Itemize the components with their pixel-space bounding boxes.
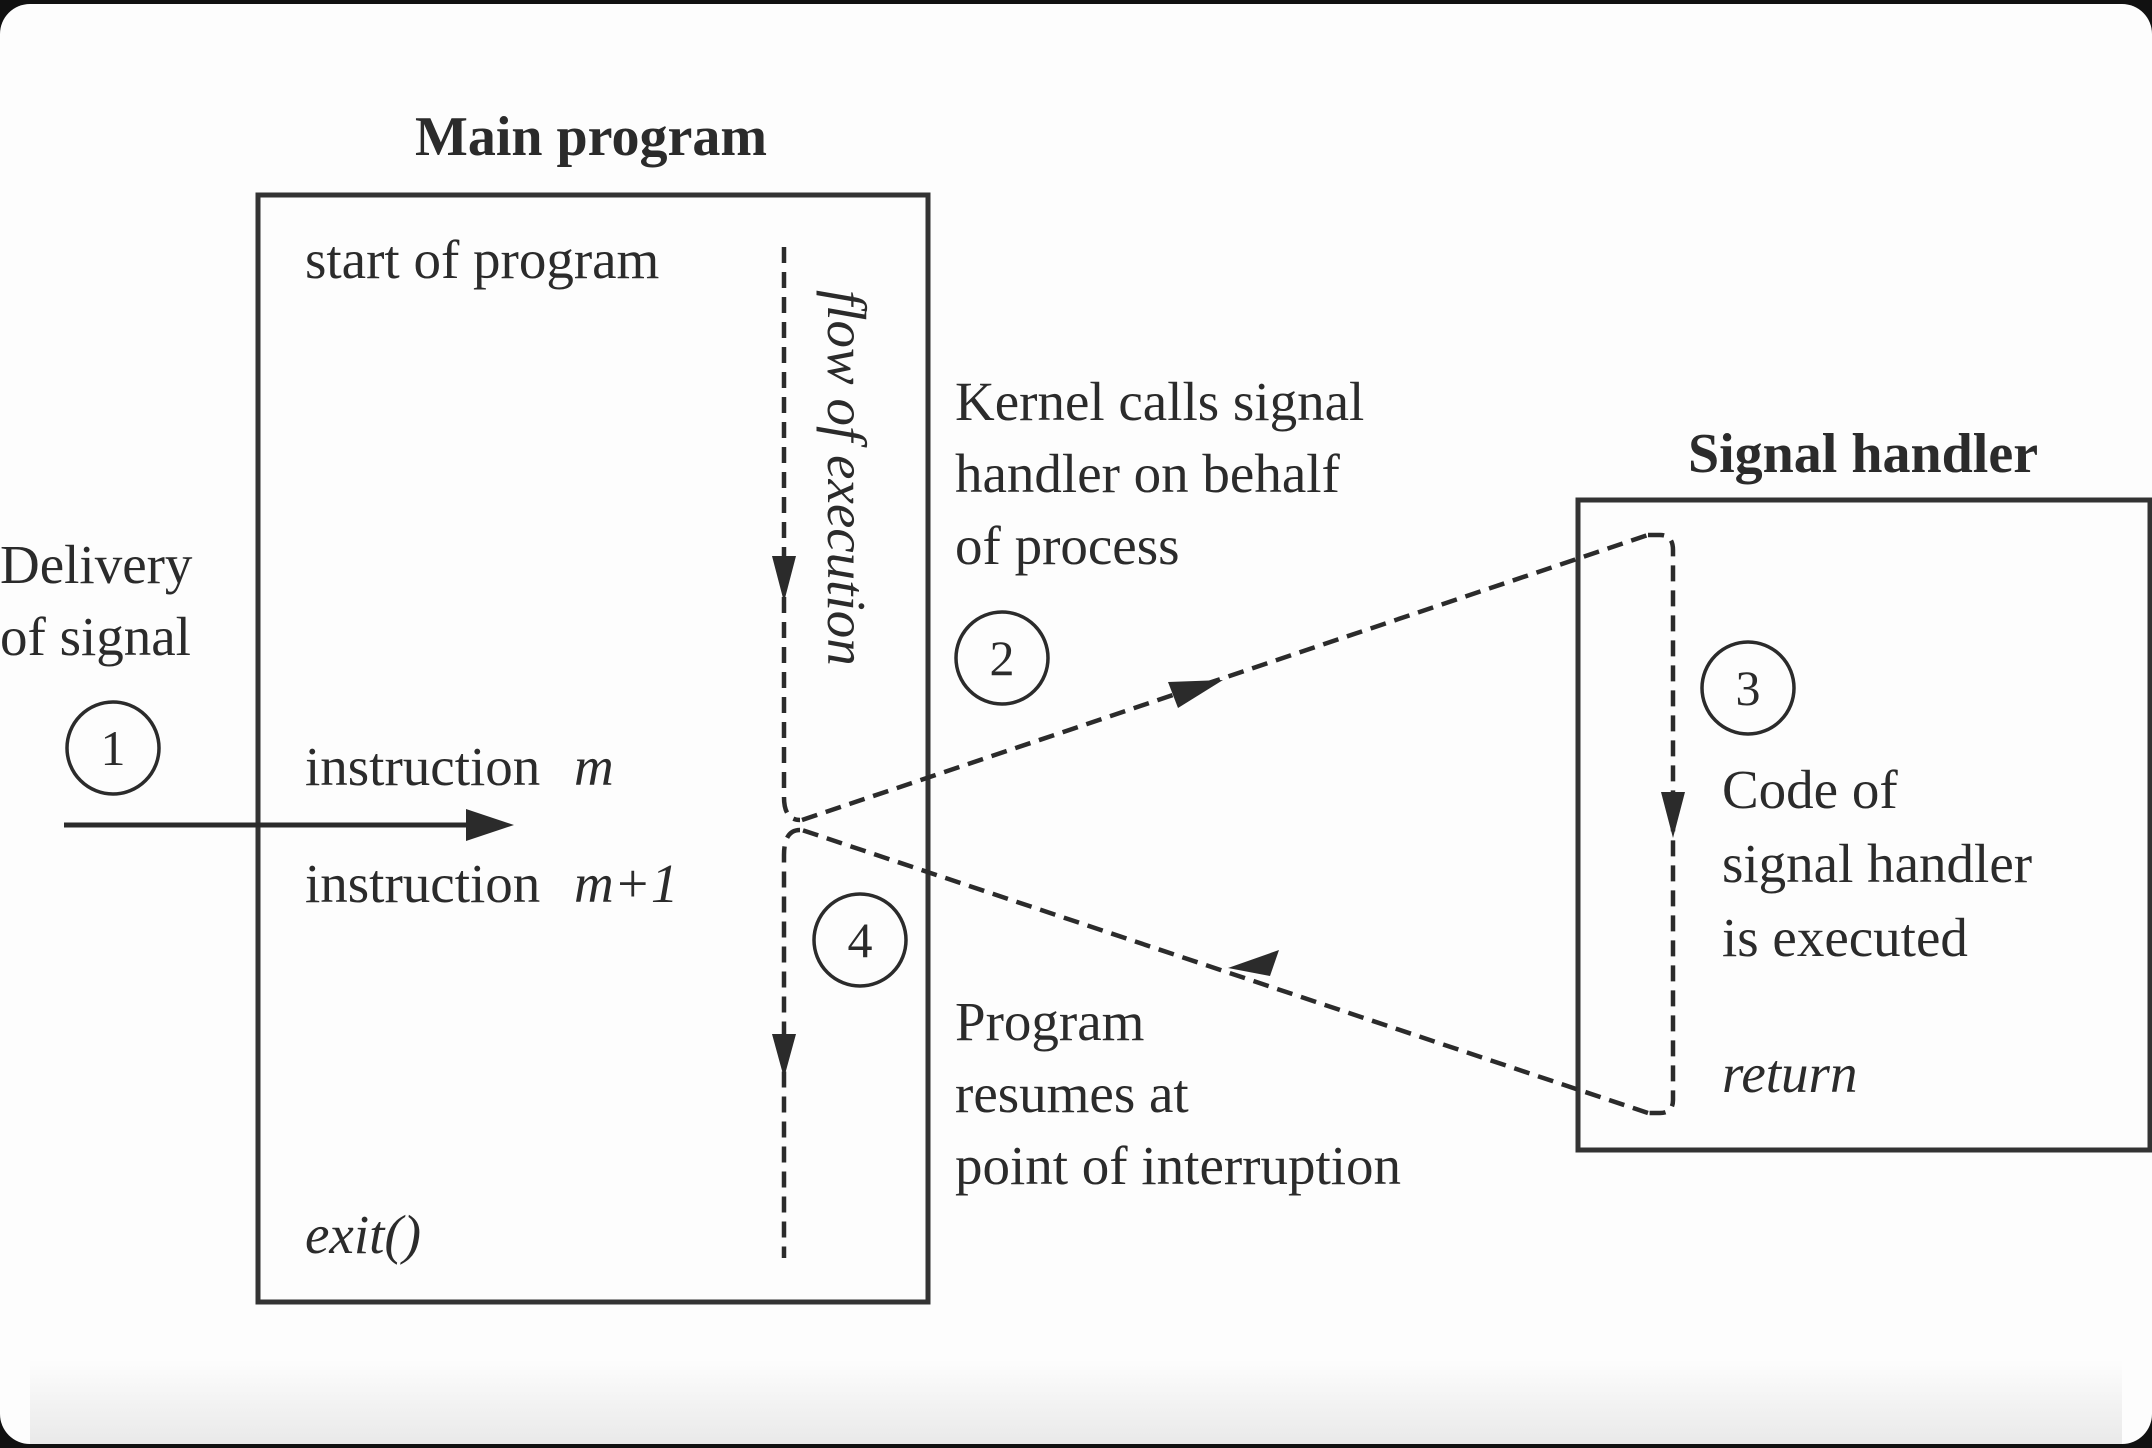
signal-handler-title: Signal handler: [1688, 423, 2038, 485]
kernel-call-line-3: of process: [955, 515, 1180, 576]
flow-arrowhead-upper: [772, 556, 796, 602]
paper-background: [0, 4, 2152, 1444]
kernel-call-line-2: handler on behalf: [955, 443, 1341, 504]
resume-arrowhead: [1228, 950, 1279, 976]
step-2-circle: [954, 610, 1050, 706]
kernel-call-line-1: Kernel calls signal: [955, 371, 1364, 432]
main-program-box: [255, 192, 931, 1305]
handler-flow-arrowhead: [1661, 792, 1685, 838]
return-label: return: [1722, 1043, 1857, 1104]
instruction-m-var: m: [574, 736, 614, 797]
start-of-program-label: start of program: [305, 229, 659, 290]
step-4-number: 4: [848, 912, 873, 968]
step-3-circle: [1700, 640, 1796, 736]
signal-handler-box: [1575, 497, 2152, 1153]
instruction-m1-var: m+1: [574, 853, 678, 914]
flow-arrowhead-lower: [772, 1034, 796, 1078]
handler-code-line-3: is executed: [1722, 907, 1968, 968]
step-1-number: 1: [101, 720, 126, 776]
instruction-m-text: instruction: [305, 736, 540, 797]
paper-bottom-shadow: [30, 1360, 2122, 1444]
step-4-circle: [812, 892, 908, 988]
call-arrowhead: [1168, 680, 1223, 708]
step-1-circle: [65, 700, 161, 796]
instruction-m-label: instruction m: [305, 736, 614, 797]
resume-line-1: Program: [955, 991, 1144, 1052]
handler-code-line-1: Code of: [1722, 759, 1898, 820]
delivery-line-1: Delivery: [0, 534, 193, 595]
main-program-title: Main program: [415, 106, 767, 168]
step-2-number: 2: [990, 630, 1015, 686]
instruction-m1-label: instruction m+1: [305, 853, 678, 914]
flow-line-bottom: [781, 827, 801, 1258]
instruction-m1-text: instruction: [305, 853, 540, 914]
handler-code-line-2: signal handler: [1722, 833, 2032, 894]
resume-line-3: point of interruption: [955, 1135, 1401, 1196]
flow-line-top: [781, 247, 801, 823]
flow-of-execution-label: flow of execution: [816, 290, 877, 666]
step-3-number: 3: [1736, 660, 1761, 716]
exit-label: exit(): [305, 1204, 421, 1265]
delivery-arrowhead: [466, 809, 514, 841]
resume-line-2: resumes at: [955, 1063, 1189, 1124]
delivery-line-2: of signal: [0, 606, 191, 667]
